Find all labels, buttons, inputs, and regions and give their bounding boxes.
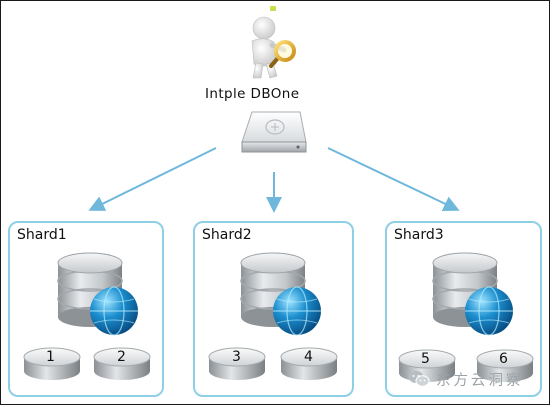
- disk-6-icon: [476, 349, 534, 382]
- shard-3-box: Shard3 5 6: [385, 221, 542, 397]
- disk-5-number: 5: [421, 351, 430, 367]
- disk-1-icon: [23, 347, 81, 380]
- disk-3-number: 3: [232, 349, 241, 365]
- shard-1-label: Shard1: [17, 227, 67, 243]
- disk-6-number: 6: [499, 351, 508, 367]
- server-hub-icon: [241, 111, 307, 153]
- watermark: 东方云洞察: [408, 369, 524, 389]
- database-globe-icon: [57, 252, 138, 336]
- disk-4-number: 4: [304, 349, 313, 365]
- arrow-to-shard3: [327, 147, 460, 212]
- disk-2-icon: [93, 347, 151, 380]
- top-marker: [270, 6, 276, 11]
- database-globe-icon: [240, 252, 321, 336]
- wechat-icon: [408, 371, 430, 387]
- shard-1-box: Shard1 1 2: [8, 221, 164, 397]
- disk-4-icon: [280, 347, 338, 380]
- database-globe-icon: [432, 252, 513, 336]
- disk-2-number: 2: [117, 349, 126, 365]
- disk-3-icon: [208, 347, 266, 380]
- arrow-to-shard1: [88, 147, 217, 211]
- disk-1-number: 1: [46, 349, 55, 365]
- person-magnifier-icon: [251, 16, 296, 79]
- shard-2-box: Shard2 3 4: [193, 221, 354, 397]
- hub-label: Intple DBOne: [205, 86, 300, 102]
- shard-2-label: Shard2: [202, 227, 252, 243]
- watermark-text: 东方云洞察: [436, 372, 524, 389]
- shard-3-label: Shard3: [394, 227, 444, 243]
